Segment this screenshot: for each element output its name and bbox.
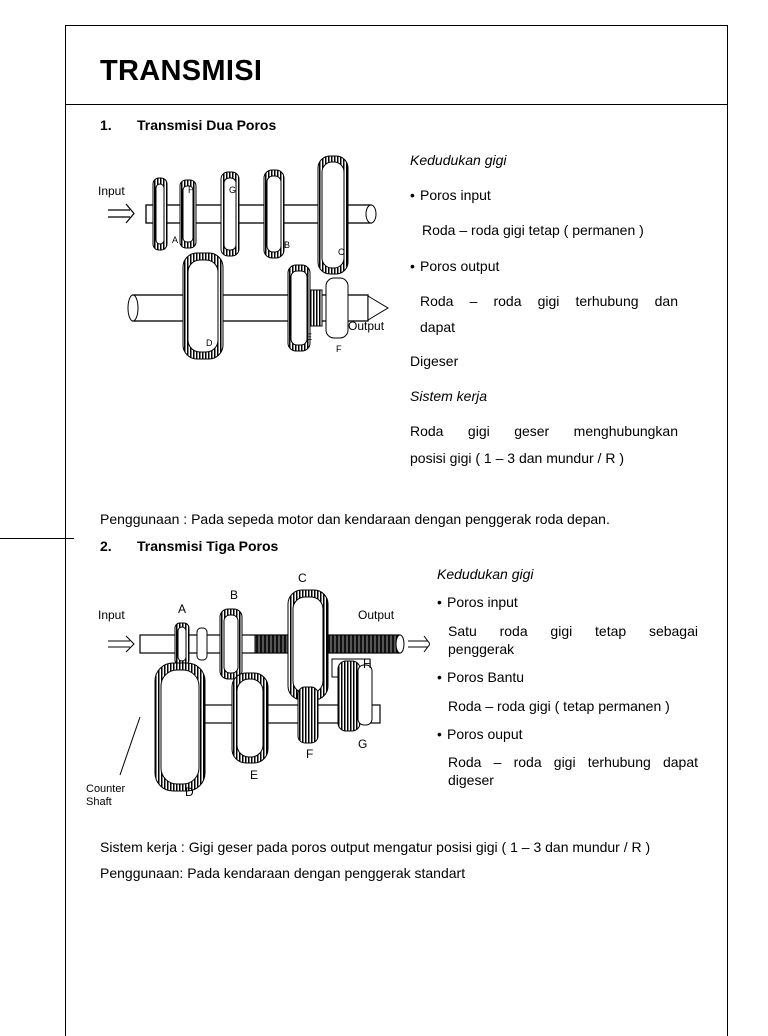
bullet-poros-output-2-text: Poros ouput: [447, 726, 523, 742]
gear-label-c: C: [338, 247, 345, 257]
gear-label-f-2: F: [306, 747, 313, 761]
gear-label-g: G: [229, 185, 236, 195]
input-desc-1: Roda – roda gigi tetap ( permanen ): [422, 222, 644, 238]
output-desc-2-line2: digeser: [448, 772, 494, 788]
gear-label-a: A: [172, 235, 178, 245]
sistem-kerja-1-line2: posisi gigi ( 1 – 3 dan mundur / R ): [410, 450, 624, 466]
counter-shaft-label-line2: Shaft: [86, 796, 112, 808]
header-divider: [65, 104, 728, 105]
sistem-kerja-1-line1: Roda gigi geser menghubungkan: [410, 423, 678, 439]
gear-g: [220, 171, 240, 257]
gear-g-h-2: [331, 658, 373, 732]
gear-label-g-2: G: [358, 737, 367, 751]
sistem-kerja-2: Sistem kerja : Gigi geser pada poros out…: [100, 839, 651, 855]
gear-label-h-2: H: [363, 657, 372, 671]
gear-d-2: [154, 662, 206, 792]
bantu-desc: Roda – roda gigi ( tetap permanen ): [448, 698, 670, 714]
diagram-2-input-label: Input: [98, 608, 125, 622]
gear-label-c-2: C: [298, 571, 307, 585]
output-desc-1-line3: Digeser: [410, 353, 459, 369]
gear-b: [263, 169, 285, 259]
counter-shaft-label-line1: Counter: [86, 783, 125, 795]
penggunaan-2: Penggunaan: Pada kendaraan dengan pengge…: [100, 865, 466, 881]
gear-e-2: [231, 672, 269, 764]
bullet-poros-output-1: •Poros output: [410, 258, 500, 274]
section-1-title: Transmisi Dua Poros: [137, 117, 277, 133]
gear-label-e-2: E: [250, 768, 258, 782]
margin-mark: [0, 538, 74, 539]
gear-label-e: E: [306, 332, 312, 342]
bullet-poros-input-1-text: Poros input: [420, 187, 491, 203]
gear-c-2: [287, 589, 329, 701]
output-desc-2-line1: Roda – roda gigi terhubung dapat: [448, 754, 698, 770]
input-desc-2-line1: Satu roda gigi tetap sebagai: [448, 623, 698, 639]
bullet-poros-bantu-text: Poros Bantu: [447, 669, 525, 685]
gear-label-f: F: [336, 344, 342, 354]
gear-e-f: [287, 264, 349, 352]
gear-a-h: [152, 177, 197, 251]
gear-label-a-2: A: [178, 602, 186, 616]
section-2-number: 2.: [100, 538, 112, 554]
three-shaft-transmission-diagram: Input Output Counter Shaft A B C D E F G…: [86, 571, 430, 808]
section-2-heading: 2. Transmisi Tiga Poros: [100, 538, 278, 554]
gear-label-b: B: [284, 240, 290, 250]
section-1-number: 1.: [100, 117, 112, 133]
output-desc-1-line2: dapat: [420, 319, 456, 335]
gear-d: [182, 252, 224, 360]
two-shaft-transmission-diagram: Input Output A B C D E F G H: [98, 155, 389, 360]
page-frame: [65, 25, 728, 1036]
gear-c: [317, 155, 349, 275]
output-desc-1-line1: Roda – roda gigi terhubung dan: [420, 293, 678, 309]
page-title: TRANSMISI: [100, 55, 263, 87]
gear-f-2: [297, 686, 319, 744]
bullet-poros-input-1: •Poros input: [410, 187, 491, 203]
bullet-poros-input-2-text: Poros input: [447, 594, 518, 610]
diagram-2-output-label: Output: [358, 608, 395, 622]
kedudukan-gigi-2: Kedudukan gigi: [437, 566, 534, 582]
section-2-title: Transmisi Tiga Poros: [137, 538, 279, 554]
diagram-1-input-label: Input: [98, 184, 125, 198]
section-1-heading: 1. Transmisi Dua Poros: [100, 117, 276, 133]
gear-label-h: H: [188, 185, 195, 195]
gear-label-d: D: [206, 338, 213, 348]
gear-label-d-2: D: [185, 785, 194, 799]
bullet-poros-bantu: •Poros Bantu: [437, 669, 525, 685]
bullet-poros-output-1-text: Poros output: [420, 258, 500, 274]
sistem-kerja-1-title: Sistem kerja: [410, 388, 488, 404]
gear-label-b-2: B: [230, 588, 238, 602]
bullet-poros-output-2: •Poros ouput: [437, 726, 523, 742]
gear-b-2: [196, 608, 243, 680]
bullet-poros-input-2: •Poros input: [437, 594, 518, 610]
kedudukan-gigi-1: Kedudukan gigi: [410, 152, 507, 168]
diagram-1-output-label: Output: [348, 319, 385, 333]
gear-a-2: [174, 622, 190, 666]
penggunaan-1: Penggunaan : Pada sepeda motor dan kenda…: [100, 511, 610, 527]
input-desc-2-line2: penggerak: [448, 641, 515, 657]
